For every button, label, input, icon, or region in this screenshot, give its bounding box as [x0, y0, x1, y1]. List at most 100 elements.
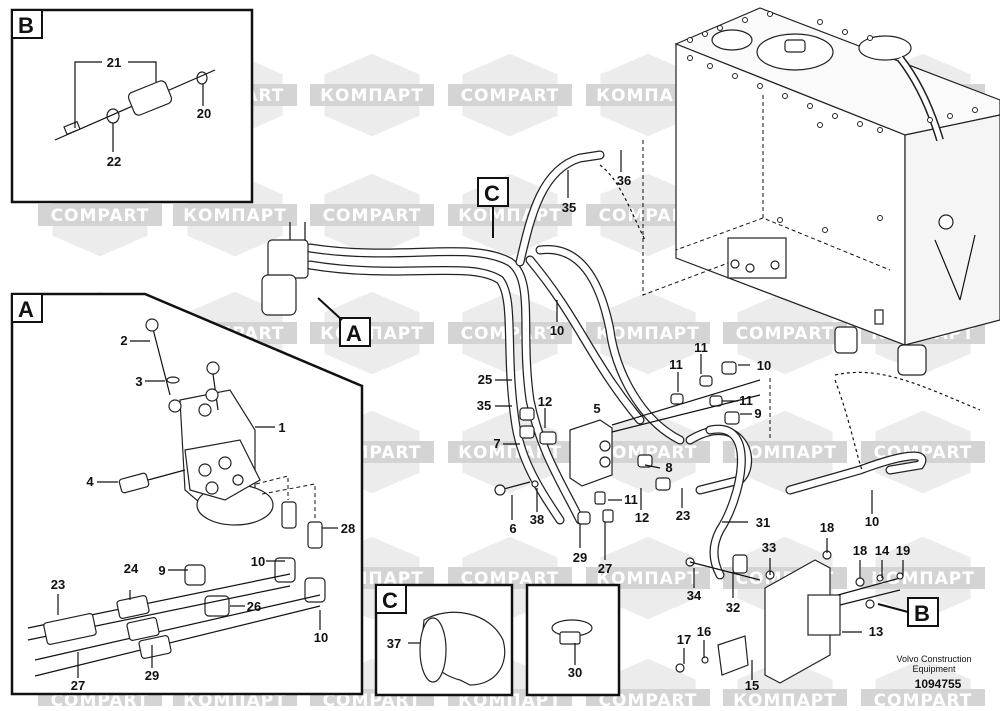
part-label-18: 18	[820, 520, 834, 535]
tank-bolts	[687, 11, 978, 233]
part-label-14: 14	[875, 543, 890, 558]
part-label-9: 9	[158, 563, 165, 578]
tank-bolt	[842, 29, 848, 35]
watermark-text: COMPART	[874, 691, 973, 706]
watermark-banner	[38, 204, 162, 226]
part-label-2: 2	[120, 333, 127, 348]
part-label-27: 27	[71, 678, 85, 693]
inset-clip	[525, 583, 621, 697]
part-label-17: 17	[677, 632, 691, 647]
tank-bolt	[822, 227, 828, 233]
part-number-labels: 2120222314289102423261027293730363510253…	[51, 55, 910, 693]
part-label-12: 12	[538, 394, 552, 409]
hydraulic-tank	[642, 7, 1000, 376]
part-label-10: 10	[757, 358, 771, 373]
tank-bolt	[807, 103, 813, 109]
part-label-32: 32	[726, 600, 740, 615]
watermark-text: КОМПАРТ	[320, 86, 424, 106]
hose-bundle	[305, 150, 981, 580]
watermark-text: COMPART	[736, 324, 835, 344]
part-label-13: 13	[869, 624, 883, 639]
watermark-banner	[723, 322, 847, 344]
part-label-20: 20	[197, 106, 211, 121]
inset-c-label: C	[382, 588, 398, 613]
watermark-banner	[310, 204, 434, 226]
publisher-credit: Volvo Construction Equipment 1094755	[896, 654, 971, 691]
part-label-35: 35	[477, 398, 491, 413]
part-label-23: 23	[676, 508, 690, 523]
tank-bolt	[857, 121, 863, 127]
document-number: 1094755	[915, 677, 962, 691]
part-label-30: 30	[568, 665, 582, 680]
tank-bolt	[782, 93, 788, 99]
tank-bolt	[702, 31, 708, 37]
part-label-15: 15	[745, 678, 759, 693]
svg-text:B: B	[914, 601, 930, 626]
part-label-4: 4	[86, 474, 94, 489]
callout-c-main: C	[477, 177, 509, 238]
watermark-text: КОМПАРТ	[596, 569, 700, 589]
part-label-31: 31	[756, 515, 770, 530]
control-valve-block	[494, 361, 771, 525]
watermark-text: КОМПАРТ	[733, 691, 837, 706]
watermark-banner	[173, 204, 297, 226]
watermark-banner	[586, 567, 710, 589]
part-label-10: 10	[865, 514, 879, 529]
part-label-10: 10	[550, 323, 564, 338]
watermark-banner	[586, 441, 710, 463]
part-label-29: 29	[145, 668, 159, 683]
credit-line1: Volvo Construction	[896, 654, 971, 664]
tank-bolt	[777, 217, 783, 223]
part-label-27: 27	[598, 561, 612, 576]
watermark-banner	[310, 84, 434, 106]
tank-bolt	[927, 117, 933, 123]
watermark-text: КОМПАРТ	[320, 324, 424, 344]
watermark-text: COMPART	[51, 206, 150, 226]
tank-bolt	[742, 17, 748, 23]
svg-text:A: A	[346, 321, 362, 346]
watermark-banner	[448, 84, 572, 106]
leader-lines	[57, 150, 904, 680]
watermark-text: КОМПАРТ	[596, 324, 700, 344]
watermark-banner	[448, 567, 572, 589]
part-label-11: 11	[624, 492, 638, 507]
tank-bolt	[972, 107, 978, 113]
part-label-8: 8	[665, 460, 672, 475]
tank-bolt	[687, 55, 693, 61]
part-label-11: 11	[694, 340, 708, 355]
watermark-text: COMPART	[599, 206, 698, 226]
inset-b-label: B	[18, 13, 34, 38]
svg-text:C: C	[484, 181, 500, 206]
watermark-text: КОМПАРТ	[733, 443, 837, 463]
tank-bolt	[707, 63, 713, 69]
tank-bolt	[757, 83, 763, 89]
part-label-21: 21	[107, 55, 121, 70]
part-label-38: 38	[530, 512, 544, 527]
inset-c: C	[374, 583, 514, 697]
steering-unit-assembled	[261, 222, 309, 316]
part-label-12: 12	[635, 510, 649, 525]
watermark-text: COMPART	[599, 443, 698, 463]
tank-bolt	[832, 113, 838, 119]
part-label-37: 37	[387, 636, 401, 651]
part-label-35: 35	[562, 200, 576, 215]
tank-bolt	[767, 11, 773, 17]
part-label-33: 33	[762, 540, 776, 555]
part-label-19: 19	[896, 543, 910, 558]
watermark-banner	[586, 322, 710, 344]
watermark-text: КОМПАРТ	[458, 206, 562, 226]
tank-bolt	[687, 37, 693, 43]
part-label-25: 25	[478, 372, 492, 387]
part-label-22: 22	[107, 154, 121, 169]
part-label-6: 6	[509, 521, 516, 536]
callout-b-main: B	[877, 597, 939, 627]
tank-bolt	[817, 19, 823, 25]
tank-bolt	[877, 215, 883, 221]
watermark-banner	[861, 567, 985, 589]
tank-bolt	[947, 113, 953, 119]
valve-plate-assembly	[675, 550, 904, 684]
inset-a-label: A	[18, 297, 34, 322]
part-label-26: 26	[247, 599, 261, 614]
